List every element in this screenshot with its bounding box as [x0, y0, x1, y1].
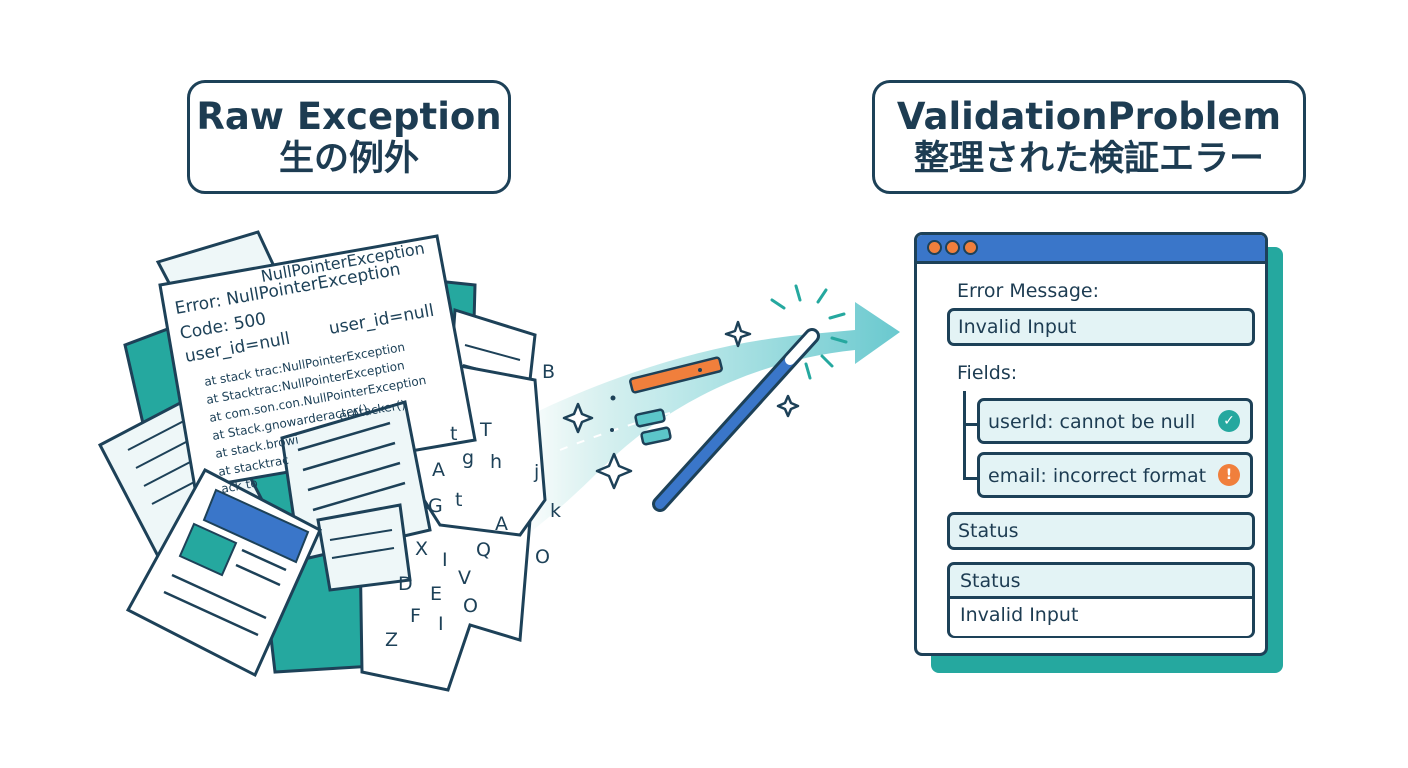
check-circle-icon: ✓	[1218, 410, 1240, 432]
letter: G	[428, 495, 443, 517]
letter: h	[490, 451, 502, 473]
letter: O	[535, 546, 550, 568]
letter: D	[398, 573, 413, 595]
error-message-field: Invalid Input	[947, 308, 1255, 346]
raw-exception-label: Raw Exception 生の例外	[187, 80, 511, 194]
validation-problem-title: ValidationProblem	[896, 95, 1282, 138]
raw-exception-text: NullPointerException Error: NullPointerE…	[173, 238, 435, 496]
validation-problem-label: ValidationProblem 整理された検証エラー	[872, 80, 1306, 194]
spark-rays	[770, 284, 848, 380]
validation-problem-window: Error Message: Invalid Input Fields: use…	[914, 232, 1268, 656]
letter: I	[438, 613, 444, 635]
structured-blocks	[629, 356, 723, 446]
letter: F	[410, 605, 421, 627]
raw-exception-subtitle: 生の例外	[278, 139, 419, 179]
window-dot-icon[interactable]	[963, 240, 978, 255]
letter: g	[462, 447, 474, 469]
raw-line: ack to	[220, 476, 259, 496]
transform-flow	[520, 302, 900, 540]
tree-connector	[963, 477, 979, 480]
status-group: Status Invalid Input	[947, 562, 1255, 638]
fields-label: Fields:	[957, 362, 1018, 384]
validation-problem-subtitle: 整理された検証エラー	[913, 139, 1264, 179]
letter: A	[495, 513, 508, 535]
letter: k	[550, 500, 561, 522]
letter: T	[479, 419, 492, 441]
paper-stack	[97, 230, 547, 692]
status-group-value: Invalid Input	[950, 599, 1252, 636]
field-error-text: userId: cannot be null	[988, 411, 1196, 433]
letter: Q	[476, 539, 491, 561]
raw-exception-title: Raw Exception	[196, 95, 502, 138]
letter: E	[430, 583, 442, 605]
letter: I	[442, 549, 448, 571]
field-error-item: userId: cannot be null ✓	[977, 398, 1253, 444]
window-titlebar	[917, 235, 1265, 264]
letter: B	[542, 361, 555, 383]
window-dot-icon[interactable]	[927, 240, 942, 255]
letter: j	[533, 461, 539, 483]
letter: A	[432, 459, 445, 481]
window-dot-icon[interactable]	[945, 240, 960, 255]
magic-wand-icon	[652, 328, 820, 512]
status-field: Status	[947, 512, 1255, 550]
sparkle-icon	[562, 320, 800, 490]
tree-connector	[963, 423, 979, 426]
field-error-item: email: incorrect format !	[977, 452, 1253, 498]
letter: t	[455, 489, 462, 511]
letter: t	[450, 423, 457, 445]
field-error-text: email: incorrect format	[988, 465, 1207, 487]
letter: X	[415, 538, 428, 560]
letter: V	[458, 567, 471, 589]
status-group-header: Status	[950, 565, 1252, 599]
letter: O	[463, 595, 478, 617]
letter: Z	[385, 629, 398, 651]
scattered-letters: B t T g h A j t G k A O X Q I D V E O F …	[385, 361, 561, 651]
exclamation-circle-icon: !	[1218, 464, 1240, 486]
tree-connector	[963, 391, 966, 479]
error-message-label: Error Message:	[957, 280, 1100, 302]
